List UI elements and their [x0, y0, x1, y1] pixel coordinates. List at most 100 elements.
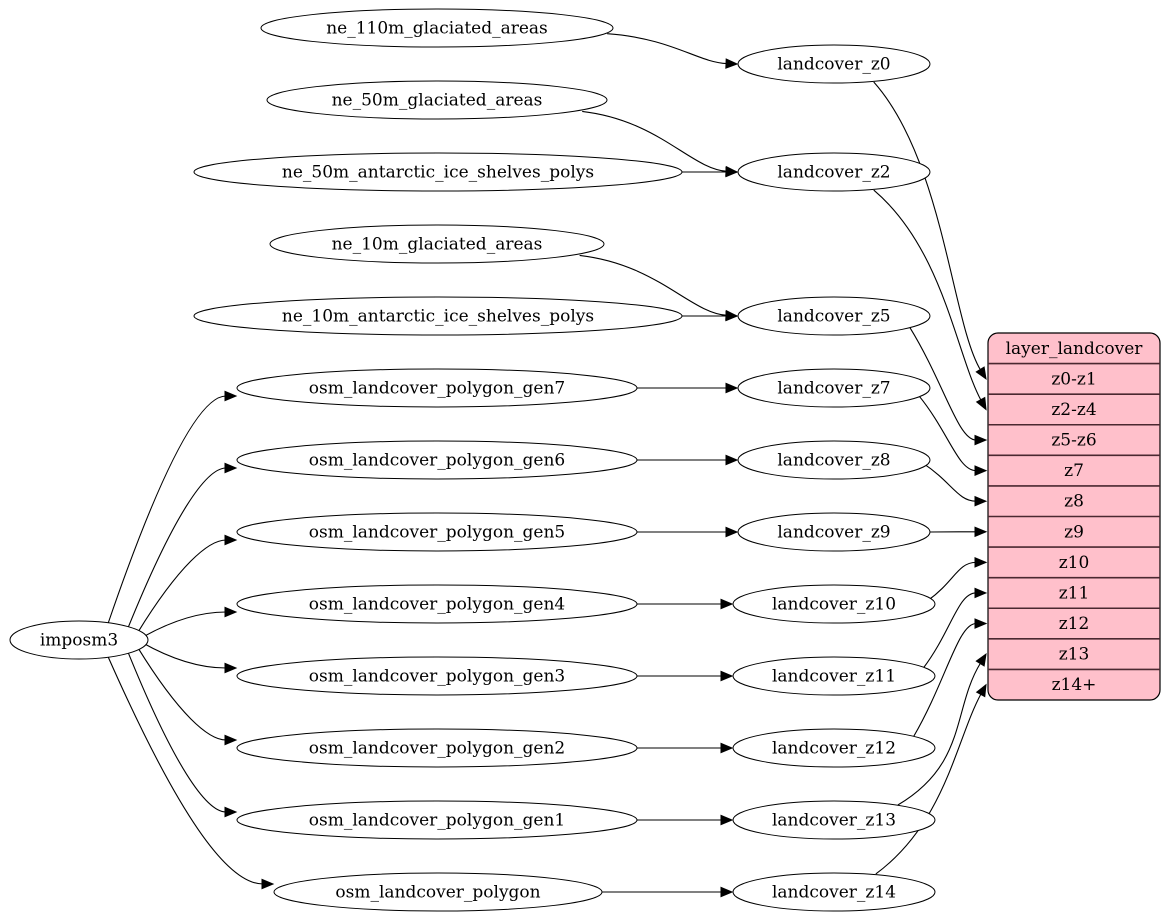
node-imposm3[interactable]: imposm3: [9, 620, 149, 660]
record-row-z14-[interactable]: z14+: [1052, 675, 1097, 695]
node-shape: [737, 44, 931, 84]
node-ne_10m_antarctic_ice_shelves_polys[interactable]: ne_10m_antarctic_ice_shelves_polys: [193, 296, 683, 336]
node-label: osm_landcover_polygon: [335, 883, 540, 903]
node-label: osm_landcover_polygon_gen6: [309, 451, 565, 471]
edge-osm_landcover_polygon_gen1-to-landcover_z13: [637, 814, 734, 826]
node-shape: [236, 584, 638, 624]
edge-arrowhead: [975, 653, 987, 667]
node-osm_landcover_polygon_gen6[interactable]: osm_landcover_polygon_gen6: [236, 440, 638, 480]
node-landcover_z13[interactable]: landcover_z13: [732, 800, 936, 840]
edge-ne_110m_glaciated_areas-to-landcover_z0: [607, 33, 739, 69]
node-label: landcover_z2: [777, 163, 890, 183]
edge-line: [918, 395, 977, 472]
edge-line: [913, 622, 977, 738]
node-osm_landcover_polygon_gen2[interactable]: osm_landcover_polygon_gen2: [236, 728, 638, 768]
edge-line: [137, 539, 227, 633]
edge-arrowhead: [975, 366, 987, 380]
node-label: landcover_z0: [777, 55, 890, 75]
record-row-z7[interactable]: z7: [1064, 461, 1084, 481]
node-label: osm_landcover_polygon_gen3: [309, 667, 565, 687]
node-osm_landcover_polygon_gen4[interactable]: osm_landcover_polygon_gen4: [236, 584, 638, 624]
record-row-z11[interactable]: z11: [1059, 583, 1090, 603]
record-row-z13[interactable]: z13: [1059, 645, 1090, 665]
edge-landcover_z5-to-record-z5-z6: [909, 326, 988, 446]
node-ne_110m_glaciated_areas[interactable]: ne_110m_glaciated_areas: [260, 8, 614, 48]
record-row-z5-z6[interactable]: z5-z6: [1051, 431, 1096, 451]
node-osm_landcover_polygon_gen7[interactable]: osm_landcover_polygon_gen7: [236, 368, 638, 408]
node-landcover_z12[interactable]: landcover_z12: [732, 728, 936, 768]
edge-line: [579, 254, 728, 316]
record-table[interactable]: layer_landcover z0-z1 z2-z4 z5-z6 z7 z8 z9 z10 z…: [987, 332, 1161, 701]
node-landcover_z2[interactable]: landcover_z2: [737, 152, 931, 192]
edge-imposm3-to-osm_landcover_polygon_gen4: [141, 606, 238, 638]
edge-arrowhead: [725, 454, 739, 466]
edge-arrowhead: [224, 462, 238, 474]
edge-landcover_z12-to-record-z12: [913, 618, 988, 738]
edge-landcover_z11-to-record-z11: [922, 587, 988, 669]
edge-imposm3-to-osm_landcover_polygon_gen1: [127, 652, 238, 818]
node-label: landcover_z10: [772, 595, 896, 615]
node-label: osm_landcover_polygon_gen2: [309, 739, 565, 759]
edge-arrowhead: [725, 310, 739, 322]
edge-landcover_z9-to-record-z9: [929, 526, 988, 538]
record-row-z2-z4[interactable]: z2-z4: [1051, 400, 1096, 420]
edge-arrowhead: [975, 683, 987, 698]
node-shape: [9, 620, 149, 660]
edge-line: [873, 189, 982, 401]
edge-line: [875, 693, 982, 875]
node-shape: [236, 440, 638, 480]
node-ne_10m_glaciated_areas[interactable]: ne_10m_glaciated_areas: [269, 224, 605, 264]
node-landcover_z14[interactable]: landcover_z14: [732, 872, 936, 912]
edge-arrowhead: [725, 58, 739, 69]
edge-arrowhead: [224, 806, 238, 818]
node-shape: [236, 728, 638, 768]
node-landcover_z11[interactable]: landcover_z11: [732, 656, 936, 696]
node-label: ne_10m_glaciated_areas: [332, 235, 543, 255]
node-landcover_z10[interactable]: landcover_z10: [732, 584, 936, 624]
edge-line: [909, 326, 977, 441]
edge-line: [873, 81, 982, 371]
edge-osm_landcover_polygon-to-landcover_z14: [601, 886, 734, 898]
node-ne_50m_glaciated_areas[interactable]: ne_50m_glaciated_areas: [266, 80, 608, 120]
nodes-layer: imposm3 ne_110m_glaciated_areas ne_50m_gla…: [9, 8, 936, 912]
node-landcover_z0[interactable]: landcover_z0: [737, 44, 931, 84]
node-landcover_z9[interactable]: landcover_z9: [737, 512, 931, 552]
node-ne_50m_antarctic_ice_shelves_polys[interactable]: ne_50m_antarctic_ice_shelves_polys: [193, 152, 683, 192]
edge-landcover_z10-to-record-z10: [927, 557, 988, 601]
node-landcover_z8[interactable]: landcover_z8: [737, 440, 931, 480]
node-label: imposm3: [40, 631, 118, 651]
edge-line: [923, 463, 977, 502]
record-row-z0-z1[interactable]: z0-z1: [1051, 369, 1096, 389]
node-osm_landcover_polygon_gen3[interactable]: osm_landcover_polygon_gen3: [236, 656, 638, 696]
node-shape: [732, 656, 936, 696]
edge-arrowhead: [725, 382, 739, 394]
edge-arrowhead: [224, 390, 238, 402]
node-osm_landcover_polygon_gen5[interactable]: osm_landcover_polygon_gen5: [236, 512, 638, 552]
edge-imposm3-to-osm_landcover_polygon_gen7: [107, 390, 238, 623]
edge-arrowhead: [974, 618, 988, 629]
record-row-z12[interactable]: z12: [1059, 614, 1090, 634]
node-landcover_z7[interactable]: landcover_z7: [737, 368, 931, 408]
edge-imposm3-to-osm_landcover_polygon_gen5: [137, 534, 238, 633]
record-table-header: layer_landcover: [1006, 339, 1144, 359]
node-shape: [732, 728, 936, 768]
node-shape: [273, 872, 603, 912]
node-osm_landcover_polygon[interactable]: osm_landcover_polygon: [273, 872, 603, 912]
edge-arrowhead: [974, 557, 988, 568]
node-shape: [269, 224, 605, 264]
record-row-z9[interactable]: z9: [1064, 522, 1084, 542]
node-osm_landcover_polygon_gen1[interactable]: osm_landcover_polygon_gen1: [236, 800, 638, 840]
record-row-z10[interactable]: z10: [1059, 553, 1090, 573]
edge-arrowhead: [720, 814, 734, 826]
record-row-z8[interactable]: z8: [1064, 492, 1084, 512]
edge-arrowhead: [224, 662, 238, 674]
node-shape: [732, 872, 936, 912]
edge-osm_landcover_polygon_gen3-to-landcover_z11: [636, 670, 734, 682]
node-landcover_z5[interactable]: landcover_z5: [737, 296, 931, 336]
edge-osm_landcover_polygon_gen6-to-landcover_z8: [636, 454, 739, 466]
edge-line: [141, 611, 227, 638]
node-label: ne_10m_antarctic_ice_shelves_polys: [282, 307, 594, 327]
node-shape: [236, 656, 638, 696]
edge-arrowhead: [974, 526, 988, 538]
node-label: osm_landcover_polygon_gen4: [309, 595, 565, 615]
